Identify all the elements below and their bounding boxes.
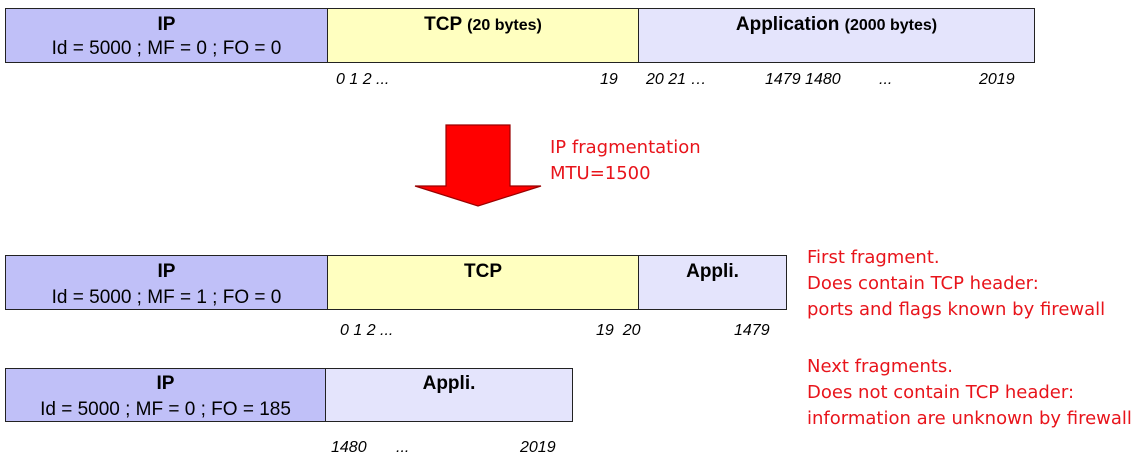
fragment1-application-data: Appli.	[638, 255, 787, 310]
original-index-2019: 2019	[979, 71, 1015, 88]
original-ip-label: IP	[157, 14, 176, 35]
fragment2-ip-label: IP	[156, 373, 175, 394]
original-ip-header: IP Id = 5000 ; MF = 0 ; FO = 0	[5, 8, 328, 63]
fragment2-app-label: Appli.	[422, 373, 476, 394]
original-tcp-label: TCP	[424, 14, 462, 35]
fragment2-note: Next fragments. Does not contain TCP hea…	[807, 356, 1132, 429]
fragment1-index-1479: 1479	[734, 322, 770, 339]
fragment1-index-start: 0 1 2 ...	[340, 322, 394, 339]
fragment1-tcp-segment: TCP	[327, 255, 639, 310]
original-app-size: (2000 bytes)	[844, 17, 938, 34]
original-app-label: Application	[735, 14, 840, 35]
original-index-19: 19	[600, 71, 618, 88]
fragment1-ip-fields: Id = 5000 ; MF = 1 ; FO = 0	[51, 287, 282, 308]
fragment1-ip-header: IP Id = 5000 ; MF = 1 ; FO = 0	[5, 255, 328, 310]
fragment2-ip-header: IP Id = 5000 ; MF = 0 ; FO = 185	[5, 368, 326, 422]
fragment1-index-19-20: 19 20	[596, 322, 641, 339]
fragment2-index-ellipsis: ...	[396, 439, 410, 456]
original-application-data: Application (2000 bytes)	[638, 8, 1035, 63]
fragment1-ip-label: IP	[157, 261, 176, 282]
original-ip-fields: Id = 5000 ; MF = 0 ; FO = 0	[51, 38, 282, 59]
original-tcp-size: (20 bytes)	[467, 17, 542, 34]
fragment2-index-1480: 1480	[331, 439, 367, 456]
fragment1-app-label: Appli.	[686, 261, 739, 282]
fragmentation-label: IP fragmentation MTU=1500	[550, 137, 701, 184]
fragment1-note: First fragment. Does contain TCP header:…	[807, 247, 1106, 320]
original-tcp-segment: TCP (20 bytes)	[327, 8, 639, 63]
fragment1-tcp-label: TCP	[464, 261, 502, 282]
original-index-1479: 1479 1480	[765, 71, 841, 88]
fragment2-ip-fields: Id = 5000 ; MF = 0 ; FO = 185	[40, 399, 291, 420]
fragment2-application-data: Appli.	[325, 368, 573, 422]
fragmentation-arrow-icon	[414, 124, 542, 207]
original-index-20: 20 21 …	[646, 71, 707, 88]
original-index-ellipsis: ...	[879, 71, 893, 88]
fragment2-index-2019: 2019	[520, 439, 556, 456]
original-index-start: 0 1 2 ...	[336, 71, 390, 88]
